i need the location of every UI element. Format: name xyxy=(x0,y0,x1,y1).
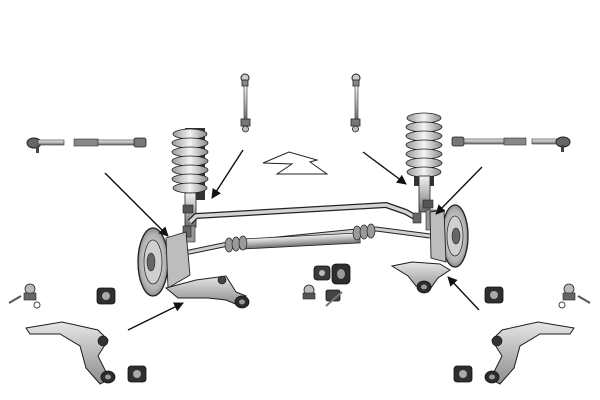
hub-left xyxy=(137,227,191,297)
control-arm-installed-right xyxy=(390,261,451,294)
inner-tie-rod-left xyxy=(73,137,147,148)
ball-joint-right xyxy=(558,283,591,309)
pointer-arrow-spring-right xyxy=(362,151,407,185)
tie-rod-end-right xyxy=(531,136,571,152)
pointer-arrow-upper-left xyxy=(104,172,169,237)
ball-joint-left xyxy=(8,283,41,309)
stabilizer-link-right xyxy=(350,73,361,133)
pointer-arrows xyxy=(104,149,483,331)
bushing-right xyxy=(484,286,504,304)
pointer-arrow-spring-left xyxy=(211,149,244,199)
direction-arrow xyxy=(262,151,329,175)
tie-rod-end-left xyxy=(26,137,65,153)
coil-spring-right xyxy=(405,112,443,186)
pointer-arrow-upper-right xyxy=(435,166,483,215)
bushing-lower-left xyxy=(127,365,147,383)
stabilizer-link-left xyxy=(240,73,251,133)
hub-right xyxy=(429,204,469,268)
control-arm-left xyxy=(25,321,116,385)
bushing-center xyxy=(313,263,351,307)
control-arm-right xyxy=(484,321,575,385)
pointer-arrow-lower-left xyxy=(127,302,184,331)
bushing-left xyxy=(96,287,116,305)
ball-joint-center xyxy=(302,284,316,300)
bushing-lower-right xyxy=(453,365,473,383)
stabilizer-bar xyxy=(182,202,422,238)
pointer-arrow-lower-right xyxy=(447,276,480,311)
inner-tie-rod-right xyxy=(451,136,527,147)
control-arm-installed-left xyxy=(164,275,250,309)
coil-spring-left xyxy=(171,128,209,200)
steering-rack xyxy=(174,223,431,258)
